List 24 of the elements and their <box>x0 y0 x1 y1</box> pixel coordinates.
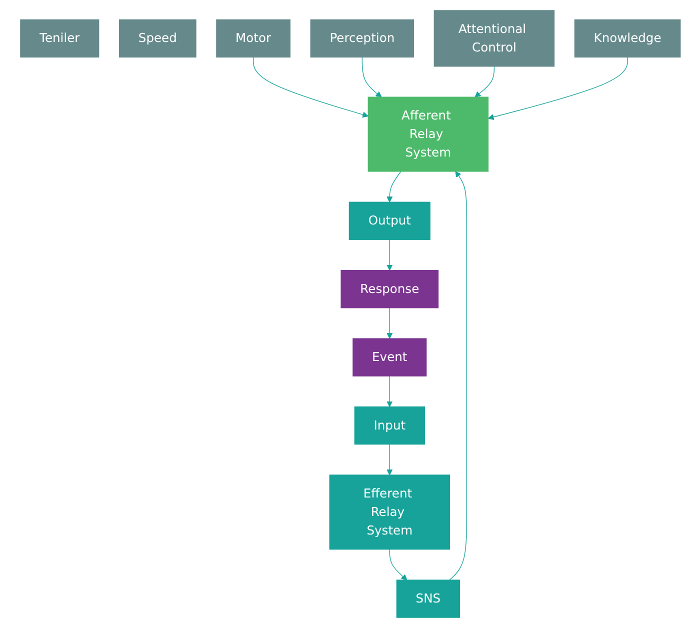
node-box: Attentional Control <box>433 10 554 67</box>
arrow <box>386 239 392 271</box>
arrow <box>448 171 467 580</box>
arrow <box>252 56 368 118</box>
node-box: Teniler <box>20 19 99 58</box>
node-box: Knowledge <box>574 19 680 58</box>
node-box: Perception <box>310 19 414 58</box>
arrow <box>386 171 401 202</box>
arrow <box>386 444 392 476</box>
arrow <box>386 376 392 408</box>
arrow <box>488 56 628 120</box>
node-box: SNS <box>396 580 460 618</box>
arrow <box>474 66 494 98</box>
node-box: Speed <box>118 19 196 58</box>
node-box: Event <box>352 338 426 376</box>
arrow <box>388 548 407 580</box>
node-box: Input <box>354 406 425 445</box>
node-box: Afferent Relay System <box>367 96 488 172</box>
node-box: Efferent Relay System <box>328 474 450 550</box>
node-box: Response <box>340 270 438 308</box>
node-box: Motor <box>216 19 290 58</box>
arrow <box>386 308 392 339</box>
arrow <box>361 56 382 98</box>
node-box: Output <box>348 202 430 240</box>
